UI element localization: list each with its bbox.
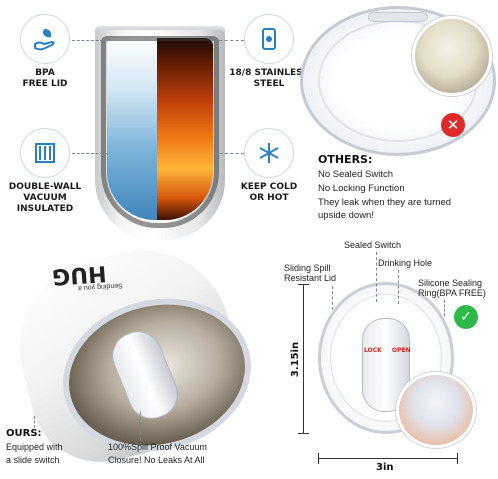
vacuum-leader: [72, 153, 108, 154]
temp-leader: [214, 153, 244, 154]
ours-line: a slide switch: [6, 455, 60, 465]
others-line: No Sealed Switch: [318, 169, 393, 180]
phone-badge-icon: [244, 14, 294, 64]
height-dimension-line: [303, 284, 304, 434]
others-line: No Locking Function: [318, 183, 405, 194]
height-dimension-tick: [298, 433, 309, 434]
lock-tag: LOCK: [364, 347, 382, 354]
sealed-switch-label: Sealed Switch: [344, 240, 402, 250]
height-dimension-tick: [298, 284, 309, 285]
switch-leader: [376, 252, 377, 302]
product-lid-ring: [330, 294, 442, 422]
height-label: 3.15in: [290, 341, 302, 378]
others-title: OTHERS:: [318, 153, 373, 166]
others-line: They leak when they are turned: [318, 197, 452, 208]
snowflake-icon: [244, 128, 294, 178]
bpa-leader: [72, 40, 108, 41]
ours-line: Equipped with: [6, 442, 63, 452]
competitor-lid-slot: [368, 12, 428, 22]
width-label: 3in: [376, 462, 394, 473]
insulation-layers-icon: [20, 128, 70, 178]
leak-closeup-inset: [412, 16, 492, 96]
leaf-hand-icon: [20, 14, 70, 64]
spill-leader: [140, 412, 141, 440]
sliding-leader: [332, 286, 333, 310]
hole-leader: [398, 270, 399, 304]
width-dimension-tick: [457, 453, 458, 464]
open-tag: OPEN: [392, 347, 411, 354]
spill-proof-line: Closure! No Leaks At All: [108, 455, 205, 465]
spill-proof-line: 100%Spill Proof Vacuum: [108, 442, 207, 452]
steel-leader: [214, 40, 244, 41]
width-dimension-line: [318, 458, 458, 459]
others-line: upside down!: [318, 210, 374, 221]
width-dimension-tick: [318, 453, 319, 464]
silicone-leader: [444, 300, 445, 316]
check-icon: ✓: [454, 305, 478, 329]
double-wall-outline: [101, 36, 219, 228]
drinking-hole-label: Drinking Hole: [378, 258, 433, 268]
seal-ring-inset: [396, 372, 476, 448]
ours-leader: [34, 416, 35, 428]
ours-title: OURS:: [6, 428, 42, 439]
cross-icon: ✕: [441, 113, 465, 137]
